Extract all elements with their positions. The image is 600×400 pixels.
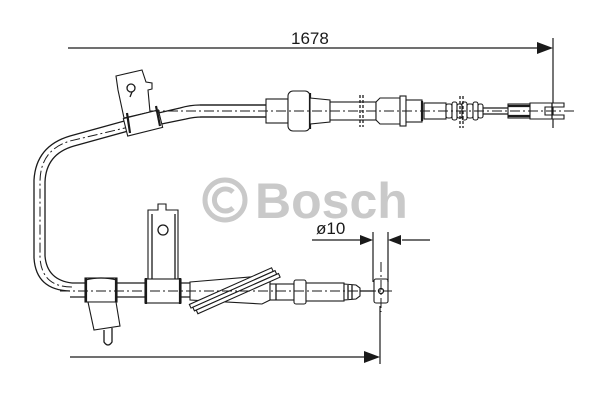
overall-length-dimension: 1678 xyxy=(68,29,554,128)
upper-cable xyxy=(33,69,575,292)
bolt-hole-icon xyxy=(126,83,136,93)
mounting-bracket-lower xyxy=(144,203,182,304)
overall-length-label: 1678 xyxy=(291,29,329,48)
diameter-label: ø10 xyxy=(316,219,345,238)
lower-cable xyxy=(60,203,392,346)
mounting-bracket-upper xyxy=(115,69,164,137)
bolt-hole-icon xyxy=(157,224,169,236)
arrow-right-icon xyxy=(537,42,553,54)
lower-length-dimension xyxy=(70,306,381,364)
clip-lower-left xyxy=(84,277,121,346)
arrow-right-icon xyxy=(364,351,380,363)
adjuster-sleeve xyxy=(188,267,374,315)
watermark-brand: Bosch xyxy=(255,173,408,229)
copyright-icon xyxy=(202,177,248,223)
watermark: Bosch xyxy=(202,173,408,229)
arrow-left-icon xyxy=(388,235,401,245)
diameter-dimension: ø10 xyxy=(312,219,430,282)
arrow-right-icon xyxy=(360,235,373,245)
